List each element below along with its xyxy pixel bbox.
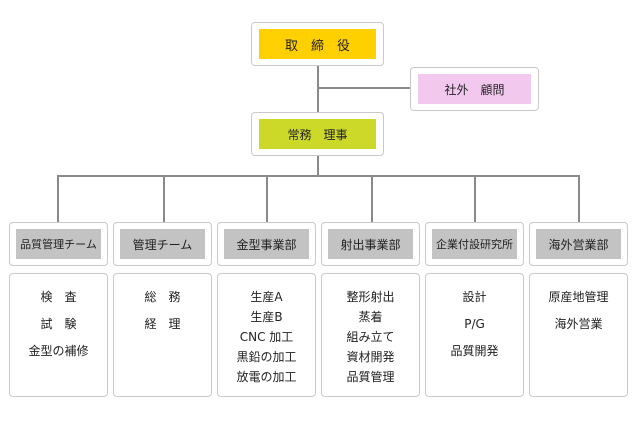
- connector-dept-1: [163, 175, 165, 222]
- list-item: 蒸着: [358, 310, 383, 324]
- list-item: 検 査: [40, 290, 77, 304]
- list-item: 生産B: [250, 310, 283, 324]
- department-label: 管理チーム: [120, 229, 205, 259]
- department-label: 射出事業部: [328, 229, 413, 259]
- connector-to-advisor: [318, 87, 413, 89]
- department-header: 射出事業部: [321, 222, 420, 266]
- list-item: 原産地管理: [548, 290, 609, 304]
- list-item: 品質開発: [450, 344, 499, 358]
- department-label: 品質管理チーム: [16, 229, 101, 259]
- executive-node: 常務 理事: [251, 112, 384, 156]
- connector-horizontal-bus: [57, 175, 580, 177]
- department-items: 総 務 経 理: [113, 273, 212, 397]
- advisor-node: 社外 顧問: [410, 67, 539, 111]
- list-item: 放電の加工: [236, 370, 297, 384]
- department-header: 海外営業部: [529, 222, 628, 266]
- department-header: 企業付設研究所: [425, 222, 524, 266]
- list-item: 試 験: [40, 317, 77, 331]
- list-item: 品質管理: [346, 370, 395, 384]
- department-items: 生産A 生産B CNC 加工 黒鉛の加工 放電の加工: [217, 273, 316, 397]
- connector-dept-5: [578, 175, 580, 222]
- list-item: 組み立て: [346, 330, 395, 344]
- list-item: 金型の補修: [28, 344, 89, 358]
- department-label: 海外営業部: [536, 229, 621, 259]
- department-items: 設計 P/G 品質開発: [425, 273, 524, 397]
- list-item: 設計: [462, 290, 487, 304]
- connector-dept-2: [266, 175, 268, 222]
- department-header: 管理チーム: [113, 222, 212, 266]
- connector-dept-4: [474, 175, 476, 222]
- connector-dept-3: [371, 175, 373, 222]
- department-items: 原産地管理 海外営業: [529, 273, 628, 397]
- connector-executive-down: [317, 150, 319, 176]
- department-items: 整形射出 蒸着 組み立て 資材開発 品質管理: [321, 273, 420, 397]
- list-item: 総 務: [144, 290, 181, 304]
- advisor-label: 社外 顧問: [418, 74, 531, 104]
- list-item: 海外営業: [554, 317, 603, 331]
- list-item: CNC 加工: [239, 330, 294, 344]
- department-label: 金型事業部: [224, 229, 309, 259]
- department-label: 企業付設研究所: [432, 229, 517, 259]
- department-header: 品質管理チーム: [9, 222, 108, 266]
- top-label: 取 締 役: [259, 29, 376, 59]
- list-item: 整形射出: [346, 290, 395, 304]
- list-item: 黒鉛の加工: [236, 350, 297, 364]
- list-item: P/G: [464, 317, 485, 331]
- list-item: 資材開発: [346, 350, 395, 364]
- department-header: 金型事業部: [217, 222, 316, 266]
- list-item: 生産A: [250, 290, 283, 304]
- connector-dept-0: [57, 175, 59, 222]
- department-items: 検 査 試 験 金型の補修: [9, 273, 108, 397]
- executive-label: 常務 理事: [259, 119, 376, 149]
- list-item: 経 理: [144, 317, 181, 331]
- top-node: 取 締 役: [251, 22, 384, 66]
